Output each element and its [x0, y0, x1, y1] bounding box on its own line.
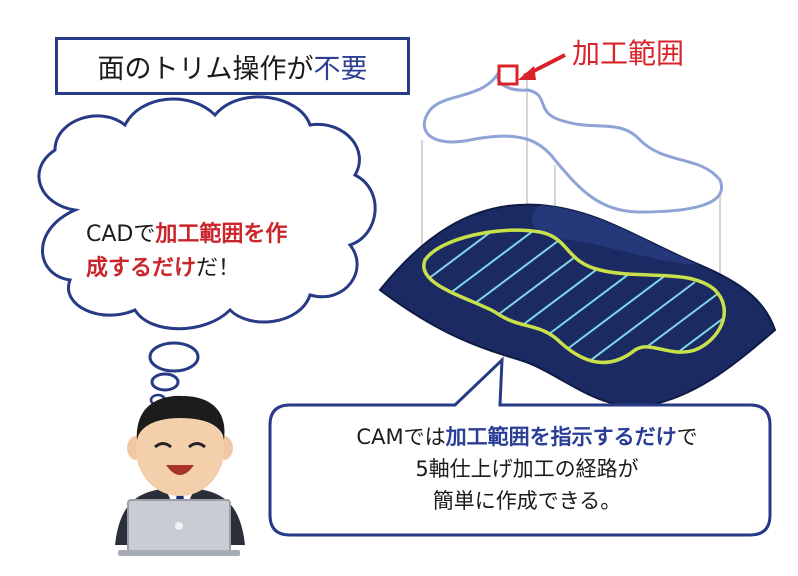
eye-right [188, 442, 206, 449]
mouth [166, 465, 194, 475]
bubble-line1-bold: 加工範囲を指示するだけ [445, 425, 677, 449]
thought-bubble-large [148, 341, 200, 373]
bubble-line-2: 5軸仕上げ加工の経路が [415, 457, 639, 481]
bubble-line1-suffix: で [676, 425, 698, 449]
laptop-base [118, 550, 240, 556]
title-box: 面のトリム操作が不要 [55, 37, 410, 95]
title-highlight: 不要 [313, 53, 368, 85]
cloud-line1-bold: 加工範囲を作 [155, 222, 288, 247]
title-prefix: 面のトリム操作が [97, 53, 314, 85]
cloud-line-1: CADで加工範囲を作 [86, 218, 336, 252]
machining-boundary [422, 228, 726, 365]
person-illustration [115, 395, 245, 556]
callout-arrowhead [518, 66, 536, 80]
face [136, 404, 224, 496]
bubble-line-1: CAMでは加工範囲を指示するだけで [284, 421, 770, 453]
eye-left [154, 442, 172, 449]
callout-label: 加工範囲 [572, 37, 685, 70]
thought-bubble-medium [150, 372, 180, 392]
cloud-line-2: 成するだけだ！ [86, 252, 336, 286]
cloud-text: CADで加工範囲を作 成するだけだ！ [86, 218, 336, 286]
cloud-line2-bold: 成するだけ [86, 256, 197, 281]
bubble-line1-prefix: CAMでは [356, 425, 446, 449]
cloud-line1-prefix: CADで [86, 222, 156, 247]
projected-boundary-curve [422, 69, 724, 214]
speech-bubble [268, 356, 772, 537]
target-square [497, 64, 519, 86]
laptop-logo [175, 522, 183, 530]
bubble-text: CAMでは加工範囲を指示するだけで 5軸仕上げ加工の経路が 簡単に作成できる。 [284, 421, 770, 517]
cloud-line2-suffix: だ！ [196, 256, 241, 281]
bubble-line-3: 簡単に作成できる。 [432, 489, 622, 513]
surface-highlight [531, 205, 700, 265]
hair [136, 395, 225, 440]
thought-cloud [37, 95, 377, 331]
